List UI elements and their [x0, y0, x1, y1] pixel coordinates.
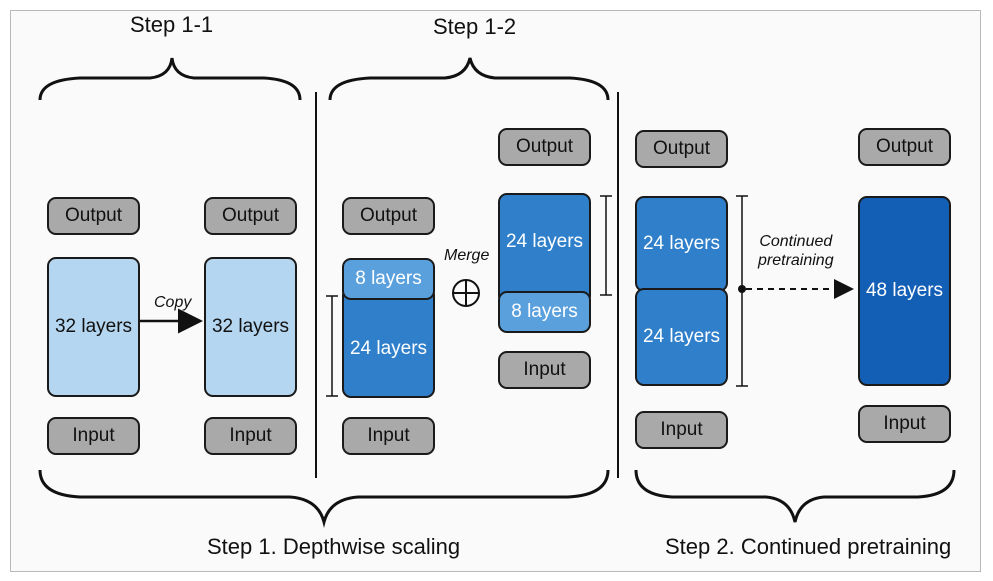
- output-box-4: Output: [498, 128, 591, 166]
- layers-8-box-right: 8 layers: [498, 291, 591, 333]
- brace-step-1-2: [328, 57, 610, 101]
- continued-pretraining-label: Continued pretraining: [758, 232, 834, 270]
- layers-24-box-right: 24 layers: [498, 193, 591, 305]
- input-box-6: Input: [858, 405, 951, 443]
- input-box-4: Input: [498, 351, 591, 389]
- step-2-caption: Step 2. Continued pretraining: [665, 534, 952, 559]
- merge-label: Merge: [444, 247, 490, 264]
- layers-24-box-bottom: 24 layers: [635, 288, 728, 386]
- layers-32-box-2: 32 layers: [204, 257, 297, 397]
- input-box-5: Input: [635, 411, 728, 449]
- layers-32-box-1: 32 layers: [47, 257, 140, 397]
- output-box-1: Output: [47, 197, 140, 235]
- brace-step-1: [38, 469, 610, 528]
- layers-8-box-left: 8 layers: [342, 258, 435, 300]
- input-box-1: Input: [47, 417, 140, 455]
- step-1-1-label: Step 1-1: [130, 12, 214, 37]
- step-1-caption: Step 1. Depthwise scaling: [207, 534, 461, 559]
- input-box-3: Input: [342, 417, 435, 455]
- output-box-3: Output: [342, 197, 435, 235]
- brace-step-1-1: [38, 57, 302, 101]
- layers-48-box: 48 layers: [858, 196, 951, 386]
- step-1-2-label: Step 1-2: [433, 14, 517, 39]
- copy-label: Copy: [154, 294, 192, 311]
- output-box-2: Output: [204, 197, 297, 235]
- output-box-5: Output: [635, 130, 728, 168]
- pretraining-arrow-start: [738, 285, 746, 293]
- diagram-frame: [10, 10, 981, 572]
- brace-step-2: [634, 469, 956, 523]
- input-box-2: Input: [204, 417, 297, 455]
- output-box-6: Output: [858, 128, 951, 166]
- layers-24-box-top: 24 layers: [635, 196, 728, 292]
- layers-24-box-left: 24 layers: [342, 286, 435, 398]
- continued-label-line-1: Continued: [759, 233, 833, 250]
- continued-label-line-2: pretraining: [758, 252, 834, 269]
